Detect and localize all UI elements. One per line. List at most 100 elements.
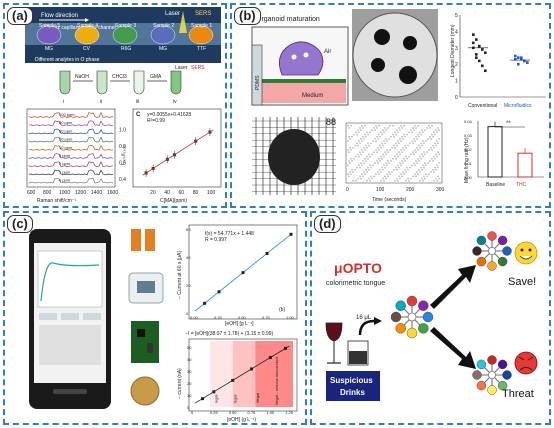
- legal-zone: [232, 341, 256, 407]
- spectrum-label: 2 ppm: [59, 161, 71, 166]
- flow-direction-label: Flow direction: [41, 13, 78, 19]
- spectrum-line: [28, 128, 114, 135]
- bar-ytick: 0.04: [464, 119, 473, 124]
- category-conventional: Conventional: [468, 103, 497, 109]
- scatter-point-conventional: [484, 69, 487, 73]
- arrow-to-threat: [430, 327, 476, 369]
- bottom-point: [201, 397, 205, 401]
- bar-ytick: 0.03: [464, 133, 473, 138]
- drinks-line-2: Drinks: [340, 388, 365, 397]
- bottom-equation: −I = [eOH](38.07 ± 1.78) + (3.15 ± 0.99): [185, 331, 274, 337]
- raster-xtick: 0: [346, 187, 349, 193]
- top-point: [265, 251, 269, 255]
- bottom-fit-line: [194, 345, 290, 404]
- phone-graph: [37, 250, 103, 308]
- scatter-point-conventional: [475, 56, 478, 59]
- scatter-point-conventional: [481, 64, 484, 68]
- suspicious-drinks-box: [326, 371, 380, 401]
- capsule-1: [131, 229, 141, 251]
- volume-label: 16 μL: [356, 315, 372, 321]
- step-iv: iv: [173, 99, 177, 105]
- top-xtick: 1.00: [286, 315, 295, 320]
- top-xlabel: [eOH] [g L⁻¹]: [225, 321, 254, 327]
- sample-droplet: [188, 25, 214, 45]
- sample-label: Sample 5: [39, 23, 60, 29]
- significance-mark: **: [506, 121, 511, 127]
- panel-b: (b) Organoid maturation PDMS Air Medium …: [230, 3, 551, 208]
- bottom-point: [231, 378, 235, 382]
- sensor-spot: [497, 235, 508, 246]
- sensor-spot: [476, 235, 487, 246]
- panel-label-b: (b): [234, 7, 261, 25]
- raster-xtick: 200: [406, 187, 415, 193]
- top-xtick: 0.50: [238, 315, 247, 320]
- sensor-spot: [497, 359, 508, 370]
- spectrum-label: 5 ppm: [59, 153, 71, 158]
- raster-plot: [345, 122, 443, 184]
- panel-d-figure: μOPTO colorimetric tongue 16 μL Suspicio…: [325, 231, 538, 401]
- spectrum-label: 0 ppm: [59, 178, 71, 183]
- calibration-xtick: 60: [179, 190, 185, 196]
- calibration-equation: y=0.0055x+0.41628: [147, 112, 191, 118]
- sensor-spot: [476, 380, 487, 391]
- bar-ytick: 0.02: [464, 147, 473, 152]
- scatter-ytick: 2: [455, 62, 458, 68]
- arrow-to-save: [430, 265, 476, 309]
- coin: [130, 376, 160, 406]
- bar-thc: [517, 152, 533, 178]
- sensor-spot: [487, 231, 497, 241]
- spectrum-line: [28, 169, 114, 176]
- circuit-board: [131, 321, 159, 363]
- spectrum-line: [28, 153, 114, 159]
- sample-label: Sample 3: [115, 23, 136, 29]
- bottom-ytick: 40: [187, 357, 192, 362]
- spectra-xtick: 1600: [107, 190, 118, 196]
- array-inlet: [487, 247, 496, 256]
- sensor-spot: [422, 311, 434, 323]
- vial-process: NaOH CHCl3 GMA Laser SERS i ii iii iv: [59, 65, 205, 105]
- sensor-spot: [395, 323, 406, 334]
- reagent-gma: GMA: [150, 74, 162, 80]
- spectrum-label: 50 ppm: [59, 128, 73, 133]
- spectra-xtick: 800: [43, 190, 52, 196]
- scatter-ytick: 4: [455, 29, 458, 35]
- bar-ytick: 0.00: [464, 175, 473, 180]
- step-ii: ii: [100, 99, 102, 105]
- laser-label: Laser: [165, 11, 180, 17]
- spectrum-line: [28, 136, 114, 143]
- zone-label: illegal: [255, 393, 260, 403]
- phone-button-2: [61, 313, 79, 320]
- flow-arrowhead: [85, 18, 89, 22]
- laser-label-2: Laser: [175, 65, 188, 71]
- spectrum-line: [28, 177, 114, 184]
- organoid-3: [371, 58, 385, 72]
- spectrum-label: 20 ppm: [59, 137, 73, 142]
- spectrum-line: [28, 160, 114, 167]
- air-label: Air: [324, 49, 331, 55]
- sensor-spot: [502, 246, 512, 256]
- vial-iv: [170, 70, 182, 95]
- analyte-label: MG: [45, 46, 53, 52]
- spectrum-line: [28, 111, 114, 118]
- top-xtick: 0.25: [214, 315, 223, 320]
- top-xtick: 0.75: [262, 315, 271, 320]
- scatter-ytick: 1: [455, 79, 458, 85]
- top-ytick: 60: [186, 227, 191, 232]
- phone-button-3: [83, 313, 101, 320]
- calibration-ytick: 0.4: [119, 177, 126, 183]
- spectra-xlabel: Raman shift/cm⁻¹: [37, 198, 76, 204]
- save-label: Save!: [508, 276, 536, 288]
- reagent-naoh: NaOH: [75, 74, 89, 80]
- bottom-point: [250, 367, 254, 371]
- firing-ylabel: Mean firing rate (Hz): [464, 137, 470, 183]
- bottom-point: [283, 346, 287, 350]
- spectrum-label: 1 ppm: [59, 169, 71, 174]
- sample-droplet: [112, 25, 138, 45]
- spectrum-label: 10 ppm: [59, 145, 73, 150]
- sensor-chip: [137, 281, 155, 293]
- medium-label: Medium: [302, 93, 323, 99]
- scatter-point-microfluidics: [514, 57, 517, 61]
- mea-number: 88: [326, 117, 336, 127]
